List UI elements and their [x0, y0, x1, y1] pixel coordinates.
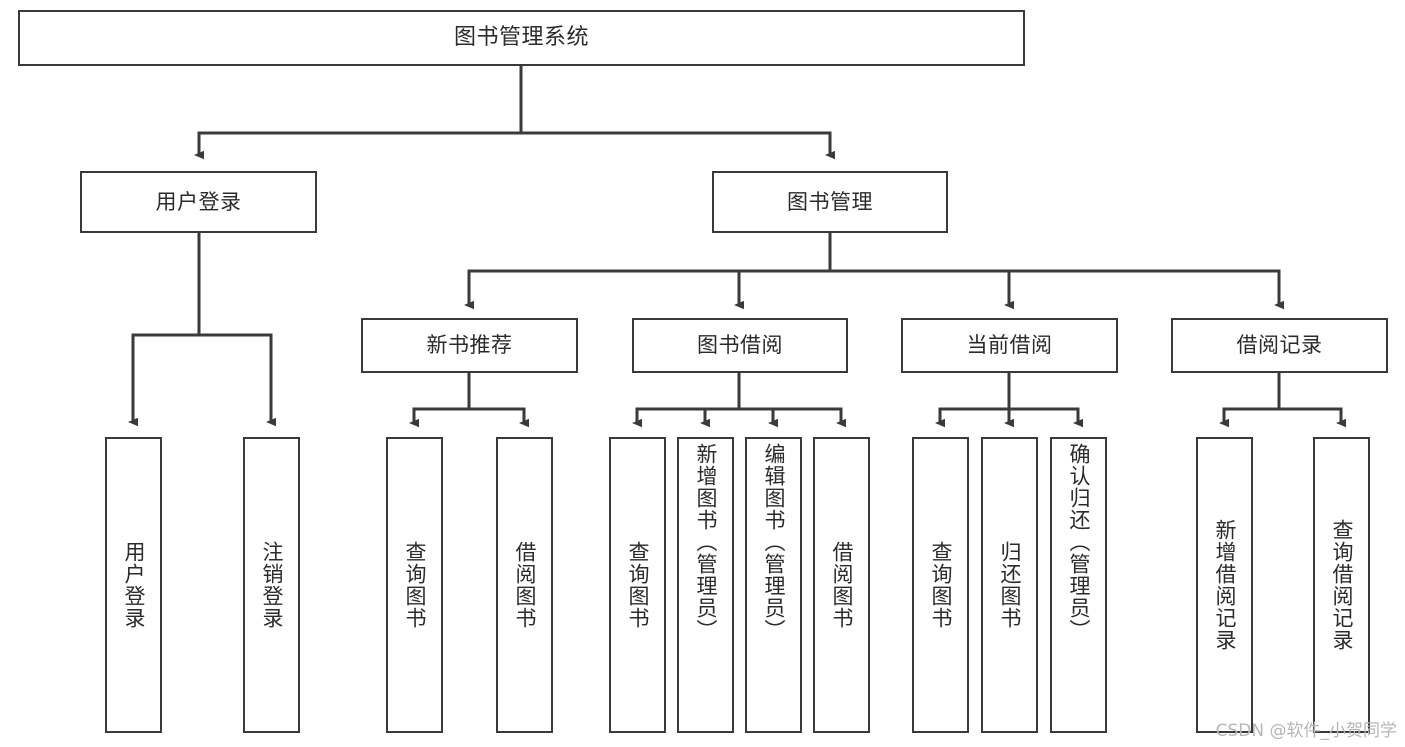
leaf-new-book-borrow-book[interactable]: 借阅图书 [496, 437, 553, 733]
leaf-label: 编辑图书（管理员） [761, 443, 786, 641]
leaf-current-borrow-query-book[interactable]: 查询图书 [912, 437, 969, 733]
node-book-borrow[interactable]: 图书借阅 [632, 318, 848, 373]
leaf-borrow-record-add-record[interactable]: 新增借阅记录 [1196, 437, 1253, 733]
leaf-label: 查询图书 [402, 541, 427, 629]
leaf-label: 查询图书 [625, 541, 650, 629]
node-label: 图书管理 [787, 189, 873, 214]
leaf-current-borrow-confirm-return[interactable]: 确认归还（管理员） [1050, 437, 1107, 733]
node-label: 当前借阅 [966, 333, 1053, 358]
leaf-label: 归还图书 [997, 541, 1022, 629]
node-borrow-record[interactable]: 借阅记录 [1171, 318, 1388, 373]
leaf-book-borrow-add-book[interactable]: 新增图书（管理员） [677, 437, 734, 733]
node-label: 图书借阅 [697, 333, 783, 358]
leaf-current-borrow-return-book[interactable]: 归还图书 [981, 437, 1038, 733]
leaf-label: 新增借阅记录 [1212, 519, 1237, 651]
leaf-user-login-login[interactable]: 用户登录 [105, 437, 162, 733]
leaf-label: 查询借阅记录 [1329, 519, 1354, 651]
leaf-label: 用户登录 [121, 541, 146, 629]
leaf-label: 新增图书（管理员） [693, 443, 718, 641]
leaf-label: 借阅图书 [829, 541, 854, 629]
leaf-user-login-logout[interactable]: 注销登录 [243, 437, 300, 733]
leaf-label: 注销登录 [259, 541, 284, 629]
leaf-label: 查询图书 [928, 541, 953, 629]
leaf-new-book-query-book[interactable]: 查询图书 [386, 437, 443, 733]
node-book-management[interactable]: 图书管理 [712, 171, 948, 233]
node-root-book-management-system[interactable]: 图书管理系统 [18, 10, 1025, 66]
leaf-label: 借阅图书 [512, 541, 537, 629]
leaf-borrow-record-query-record[interactable]: 查询借阅记录 [1313, 437, 1370, 733]
node-current-borrow[interactable]: 当前借阅 [901, 318, 1118, 373]
leaf-book-borrow-edit-book[interactable]: 编辑图书（管理员） [745, 437, 802, 733]
leaf-book-borrow-borrow-book[interactable]: 借阅图书 [813, 437, 870, 733]
node-new-book-recommend[interactable]: 新书推荐 [361, 318, 578, 373]
node-label: 借阅记录 [1236, 333, 1323, 358]
node-label: 图书管理系统 [453, 25, 589, 51]
node-label: 用户登录 [155, 189, 242, 214]
node-label: 新书推荐 [426, 333, 513, 358]
leaf-book-borrow-query-book[interactable]: 查询图书 [609, 437, 666, 733]
leaf-label: 确认归还（管理员） [1066, 443, 1091, 641]
node-user-login[interactable]: 用户登录 [80, 171, 317, 233]
